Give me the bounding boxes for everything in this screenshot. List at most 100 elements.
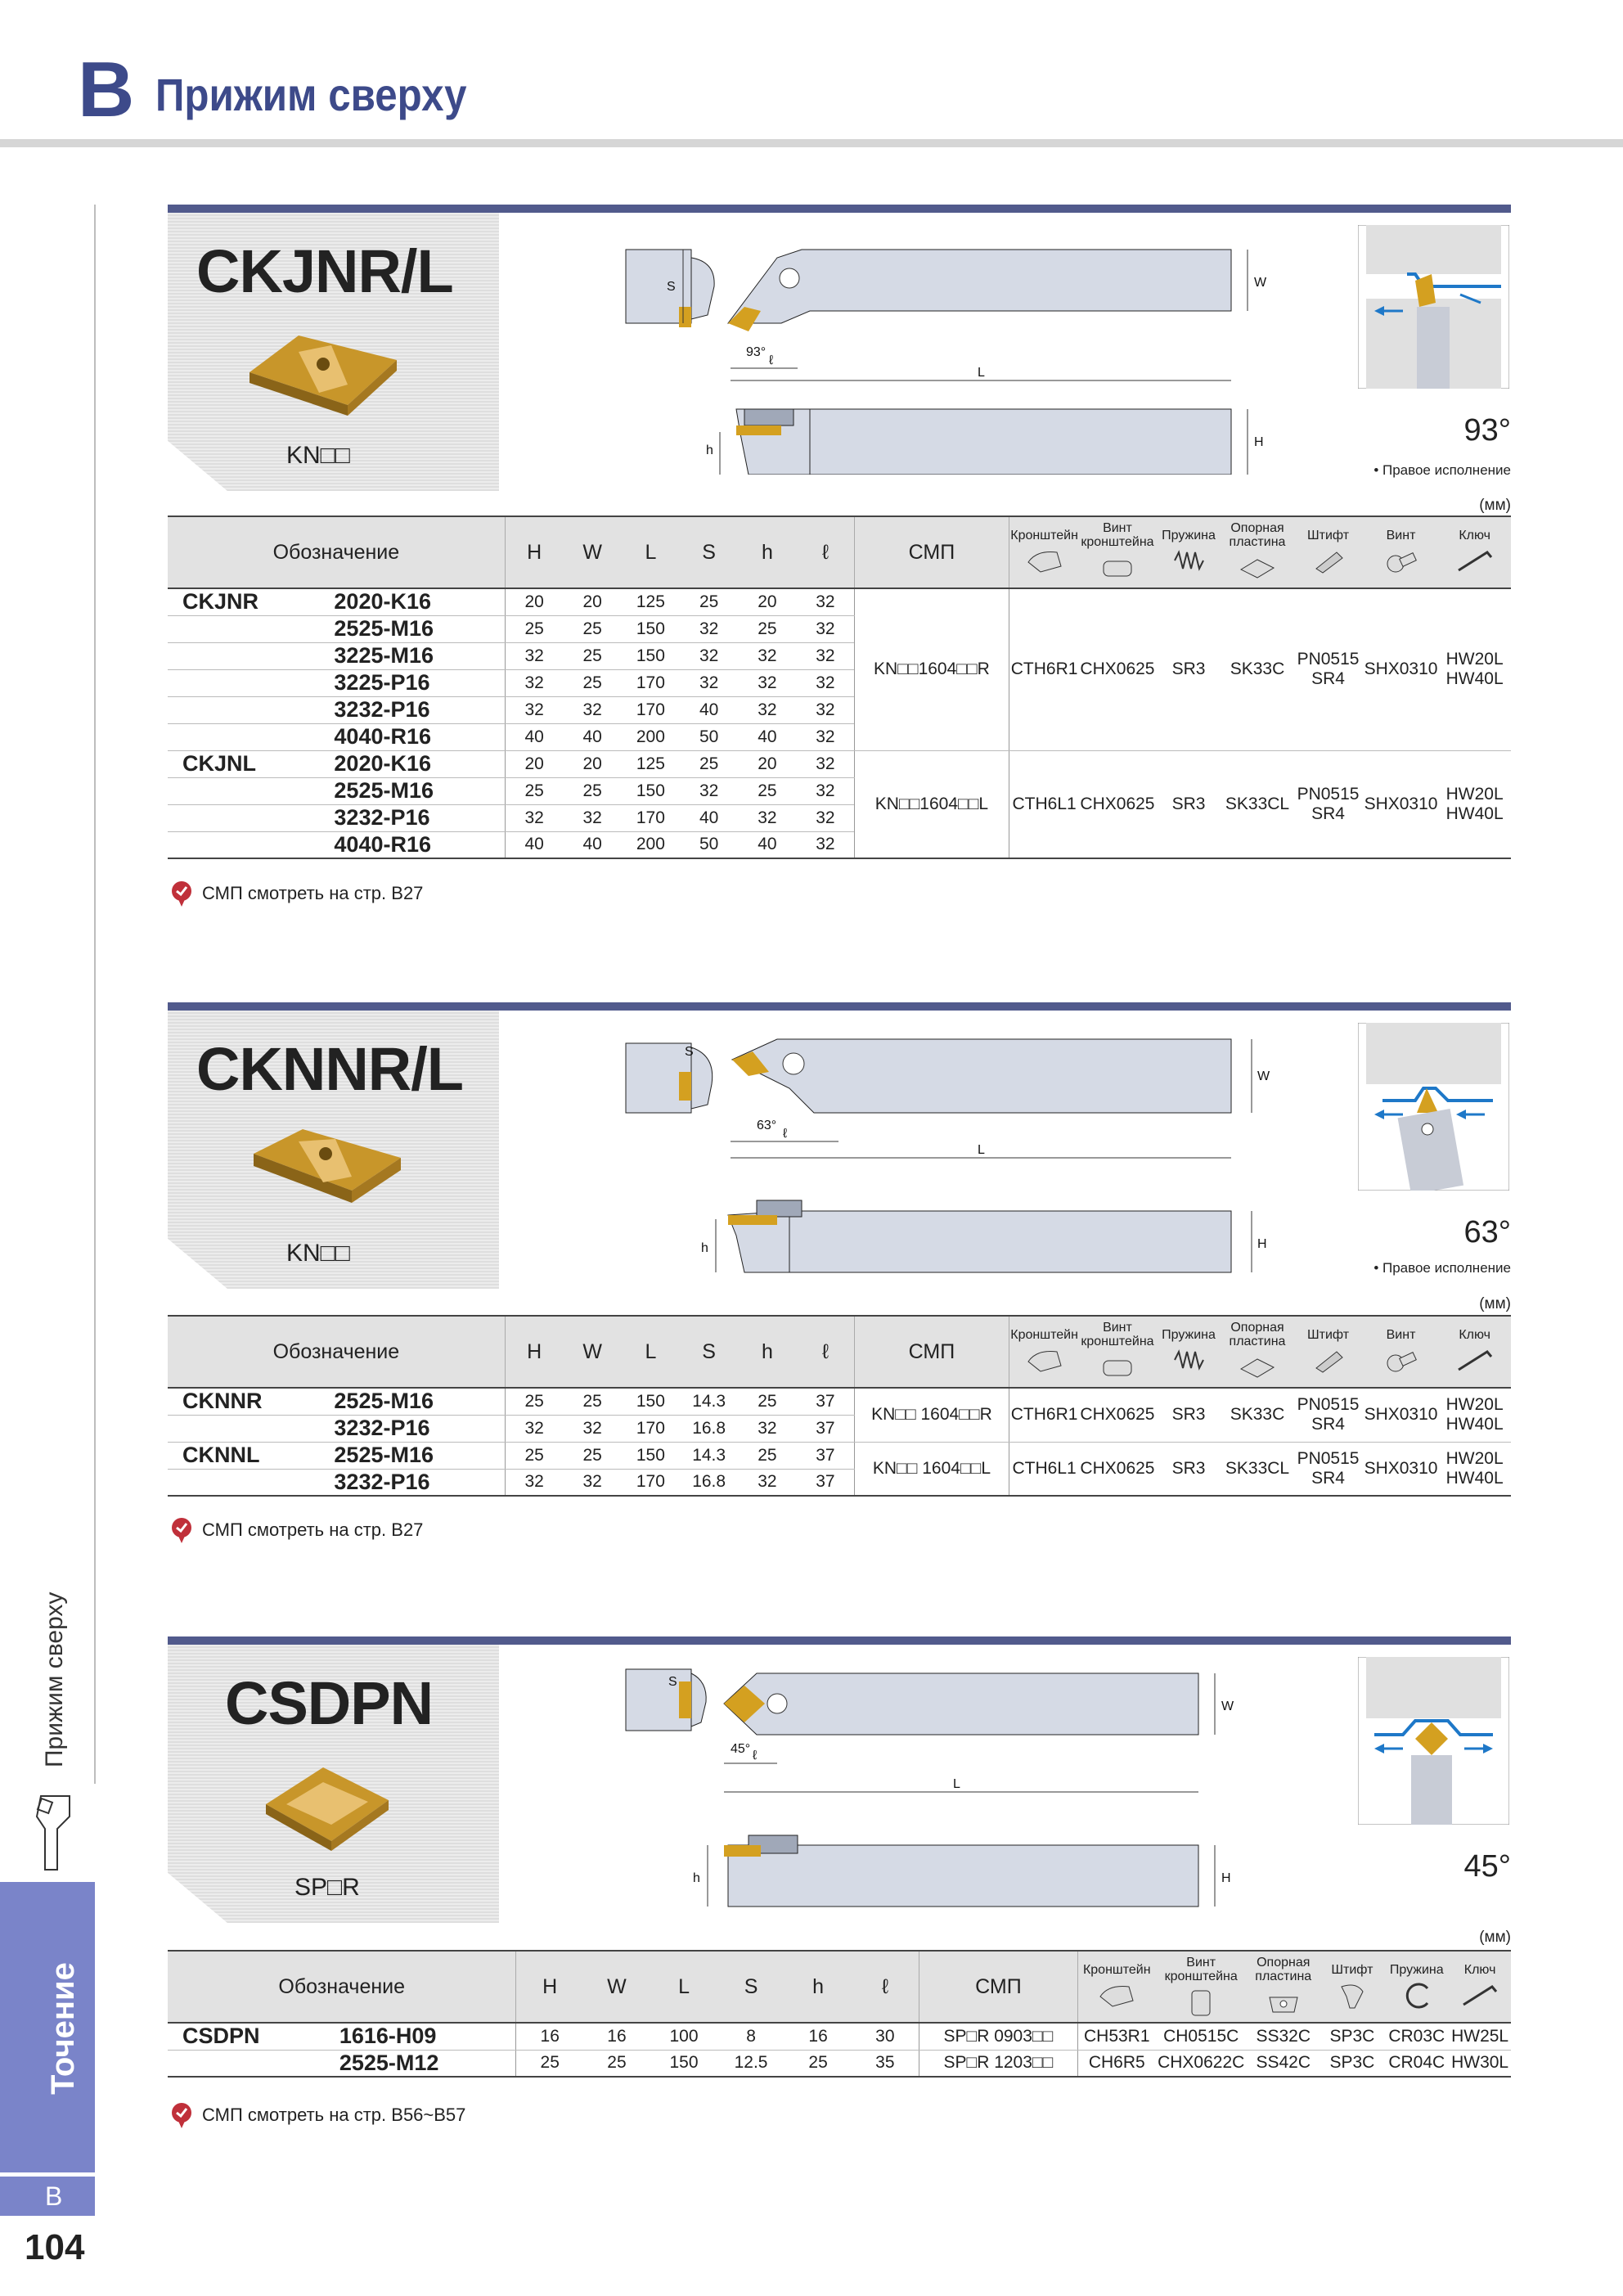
col-shim: Опорная пластина <box>1255 1956 1312 1983</box>
val-l: 150 <box>621 1442 681 1470</box>
hand-note: • Правое исполнение <box>1373 1260 1511 1276</box>
val-h-small: 16 <box>785 2023 852 2051</box>
spring-icon <box>1174 1349 1204 1371</box>
val-l: 150 <box>621 642 681 670</box>
val-l-small: 37 <box>796 1388 855 1416</box>
comp-key: HW20L HW40L <box>1438 588 1511 751</box>
insert-image <box>254 1129 401 1203</box>
comp-spring: SR3 <box>1155 588 1222 751</box>
val-s: 32 <box>680 777 739 805</box>
comp-pin: PN0515 SR4 <box>1293 750 1364 859</box>
insert-image <box>250 335 397 416</box>
col-screw: Винт <box>1386 1327 1416 1342</box>
section-name: CKNNR/L <box>196 1035 464 1103</box>
col-w: W <box>563 515 622 589</box>
comp-key: HW20L HW40L <box>1438 1442 1511 1497</box>
dim-label-s: S <box>685 1045 694 1059</box>
val-h: 32 <box>504 1415 564 1443</box>
val-h-small: 25 <box>738 615 797 643</box>
bracket-icon <box>1027 1351 1062 1372</box>
comp-pin: PN0515 SR4 <box>1293 1388 1364 1443</box>
val-l-small: 37 <box>796 1469 855 1497</box>
section-name: CSDPN <box>225 1669 434 1737</box>
col-designation: Обозначение <box>168 515 506 589</box>
insert-image <box>266 1767 389 1851</box>
table-row: 2525-M12 25 25 150 12.5 25 35 SP□R 1203□… <box>168 2050 1511 2078</box>
code: 3232-P16 <box>326 1415 506 1443</box>
machining-detail <box>1358 225 1509 389</box>
col-smp: СМП <box>854 1315 1009 1389</box>
val-s: 16.8 <box>680 1469 739 1497</box>
dim-angle: 93° <box>746 345 766 359</box>
col-bracket-screw: Винт кронштейна <box>1081 521 1154 549</box>
sidebar-tab[interactable] <box>0 1882 95 2172</box>
code: 3225-P16 <box>326 669 506 697</box>
smp-value: SP□R 0903□□ <box>918 2023 1078 2051</box>
val-l-small: 32 <box>796 696 855 724</box>
dim-label-l-small: ℓ <box>769 353 773 367</box>
val-w: 20 <box>563 588 622 616</box>
spec-table: Обозначение H W L S h ℓ СМП Кронштейн Ви… <box>168 515 1511 859</box>
val-w: 40 <box>563 723 622 751</box>
val-l: 170 <box>621 1415 681 1443</box>
val-w: 25 <box>563 669 622 697</box>
sidebar-vertical-text: Прижим сверху <box>41 1591 68 1767</box>
col-smp: СМП <box>854 515 1009 589</box>
comp-screw: SHX0310 <box>1363 588 1439 751</box>
dim-angle: 45° <box>731 1742 750 1756</box>
comp-spring: CR04C <box>1384 2050 1450 2078</box>
val-h-small: 32 <box>738 1469 797 1497</box>
spec-table: Обозначение H W L S h ℓ СМП Кронштейн Ви… <box>168 1315 1511 1497</box>
code: 3232-P16 <box>326 1469 506 1497</box>
dim-label-l-small: ℓ <box>783 1127 787 1141</box>
spec-table: Обозначение H W L S h ℓ СМП Кронштейн Ви… <box>168 1950 1511 2078</box>
insert-reference[interactable]: СМП смотреть на стр. B27 <box>168 880 423 907</box>
col-designation: Обозначение <box>168 1950 516 2024</box>
insert-reference[interactable]: СМП смотреть на стр. B27 <box>168 1516 423 1544</box>
code: 2525-M16 <box>326 1442 506 1470</box>
screw-icon <box>1103 560 1132 577</box>
val-s: 8 <box>717 2023 785 2051</box>
col-w: W <box>563 1315 622 1389</box>
col-bracket: Кронштейн <box>1010 528 1078 542</box>
sidebar-divider <box>94 205 96 1784</box>
val-l: 170 <box>621 1469 681 1497</box>
comp-key: HW20L HW40L <box>1438 750 1511 859</box>
tool-drawing: S W 93° ℓ L h H <box>625 249 1267 475</box>
comp-spring: SR3 <box>1155 1388 1222 1443</box>
col-h-small: h <box>738 515 797 589</box>
col-bracket: Кронштейн <box>1082 1962 1151 1977</box>
val-h: 32 <box>504 696 564 724</box>
shim-icon <box>1239 1358 1275 1378</box>
val-s: 50 <box>680 831 739 859</box>
col-shim: Опорная пластина <box>1229 521 1286 549</box>
col-key: Ключ <box>1463 1962 1496 1977</box>
val-s: 50 <box>680 723 739 751</box>
code: 3232-P16 <box>326 696 506 724</box>
shim-icon <box>1239 559 1275 579</box>
sidebar-tab-label: Точение <box>45 1962 81 2095</box>
dim-label-h-small: h <box>701 1241 708 1255</box>
val-w: 25 <box>563 1388 622 1416</box>
comp-key: HW25L <box>1449 2023 1511 2051</box>
dim-label-l-small: ℓ <box>753 1749 757 1763</box>
val-h: 25 <box>504 1388 564 1416</box>
screw-icon <box>1387 1352 1417 1372</box>
tool-drawing: S W 45° ℓ L h H <box>625 1668 1234 1907</box>
hand-note: • Правое исполнение <box>1373 462 1511 478</box>
screw-icon <box>1103 1360 1132 1376</box>
spring-clip-icon <box>1405 1983 1428 2009</box>
col-bracket-screw: Винт кронштейна <box>1164 1956 1238 1983</box>
comp-spring: SR3 <box>1155 750 1222 859</box>
val-l-small: 32 <box>796 615 855 643</box>
dim-label-s: S <box>667 280 676 294</box>
dim-label-h-small: h <box>706 443 713 457</box>
insert-reference[interactable]: СМП смотреть на стр. B56~B57 <box>168 2101 465 2129</box>
val-l-small: 30 <box>852 2023 919 2051</box>
screw-icon <box>1191 1990 1211 2016</box>
col-l: L <box>650 1950 718 2024</box>
key-icon <box>1463 1985 1498 2006</box>
